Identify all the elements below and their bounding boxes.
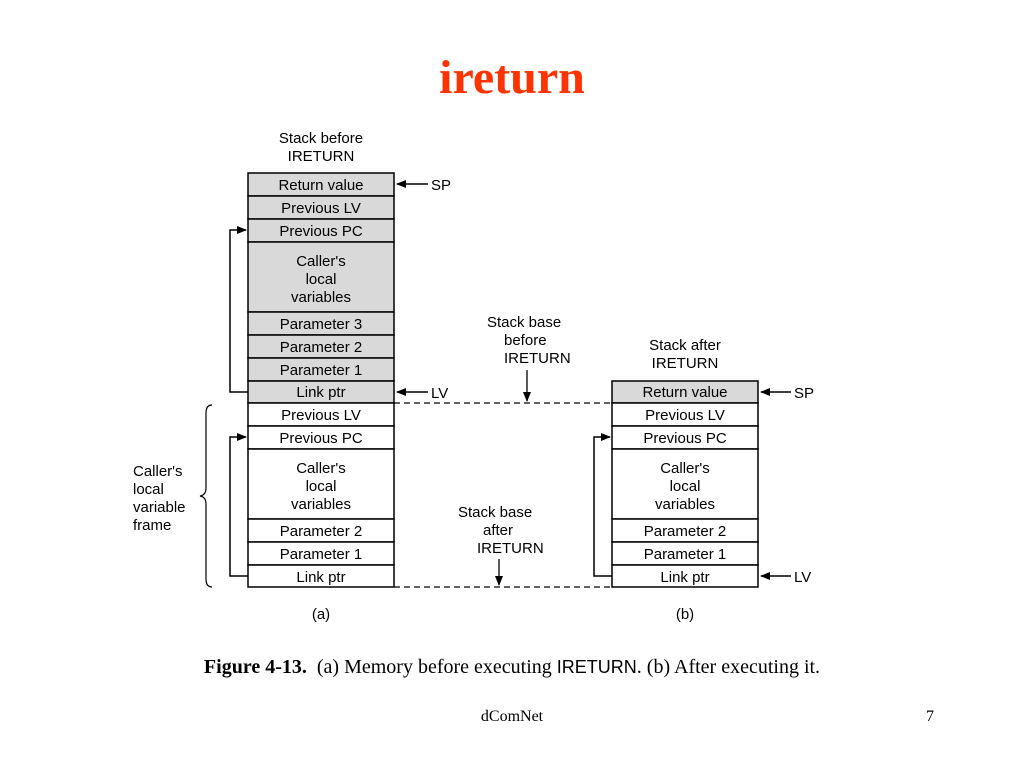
frame-label-3: variable [133, 499, 186, 516]
frame-label-1: Caller's [133, 463, 183, 480]
caption-text-2: . (b) After executing it. [636, 656, 821, 678]
cell-label: Previous LV [645, 407, 725, 424]
base-before-3: IRETURN [504, 350, 571, 367]
sub-label-a: (a) [312, 606, 330, 623]
stack-a-cells [247, 172, 395, 588]
base-after-1: Stack base [458, 504, 532, 521]
caption-text-1: (a) Memory before executing [316, 656, 552, 678]
cell-label: local [306, 478, 337, 495]
cell-label: Previous LV [281, 407, 361, 424]
cell-label: Link ptr [296, 384, 345, 401]
cell-label: variables [291, 289, 351, 306]
base-after-2: after [483, 522, 513, 539]
cell-label: Previous PC [279, 223, 363, 240]
stack-b-header-1: Stack after [649, 337, 721, 354]
cell-label: Link ptr [296, 569, 345, 586]
cell-label: Return value [278, 177, 363, 194]
cell-label: Parameter 1 [280, 362, 363, 379]
stack-b-cells [611, 380, 759, 588]
cell-label: Caller's [660, 460, 710, 477]
cell-label: local [670, 478, 701, 495]
stack-a-labels: Return value Previous LV Previous PC Cal… [278, 177, 363, 586]
cell-label: local [306, 271, 337, 288]
cell-label: Previous PC [279, 430, 363, 447]
base-before-2: before [504, 332, 547, 349]
frame-brace [199, 404, 213, 588]
link-pointer-b [593, 433, 612, 577]
page-number: 7 [926, 708, 934, 725]
stack-diagram: Stack before IRETURN Return value Previo… [133, 130, 814, 623]
stack-a-header-1: Stack before [279, 130, 363, 147]
link-pointer-a-top [229, 226, 248, 393]
cell-label: Parameter 1 [644, 546, 727, 563]
cell-label: Caller's [296, 253, 346, 270]
frame-label-4: frame [133, 517, 171, 534]
base-after-3: IRETURN [477, 540, 544, 557]
sp-label-b: SP [794, 385, 814, 402]
cell-label: Previous LV [281, 200, 361, 217]
cell-label: Parameter 2 [280, 339, 363, 356]
slide-title: ireturn [439, 51, 585, 104]
lv-label-b: LV [794, 569, 811, 586]
footer-center: dComNet [480, 708, 544, 725]
cell-label: Link ptr [660, 569, 709, 586]
cell-label: Return value [642, 384, 727, 401]
link-pointer-a-bottom [229, 433, 248, 577]
stack-a-header-2: IRETURN [288, 148, 355, 165]
cell-label: Previous PC [643, 430, 727, 447]
cell-label: Parameter 1 [280, 546, 363, 563]
frame-label-2: local [133, 481, 164, 498]
caption-figure-number: Figure 4-13. [203, 656, 307, 678]
figure-caption: Figure 4-13. (a) Memory before executing… [0, 656, 1024, 679]
base-before-1: Stack base [487, 314, 561, 331]
cell-label: Parameter 2 [280, 523, 363, 540]
cell-label: variables [655, 496, 715, 513]
sp-label-a: SP [431, 177, 451, 194]
cell-label: variables [291, 496, 351, 513]
cell-label: Caller's [296, 460, 346, 477]
cell-label: Parameter 2 [644, 523, 727, 540]
stack-b-labels: Return value Previous LV Previous PC Cal… [642, 384, 727, 586]
caption-opcode: IRETURN [556, 657, 637, 677]
stack-b-header-2: IRETURN [652, 355, 719, 372]
lv-label-a: LV [431, 385, 448, 402]
cell-label: Parameter 3 [280, 316, 363, 333]
sub-label-b: (b) [676, 606, 694, 623]
